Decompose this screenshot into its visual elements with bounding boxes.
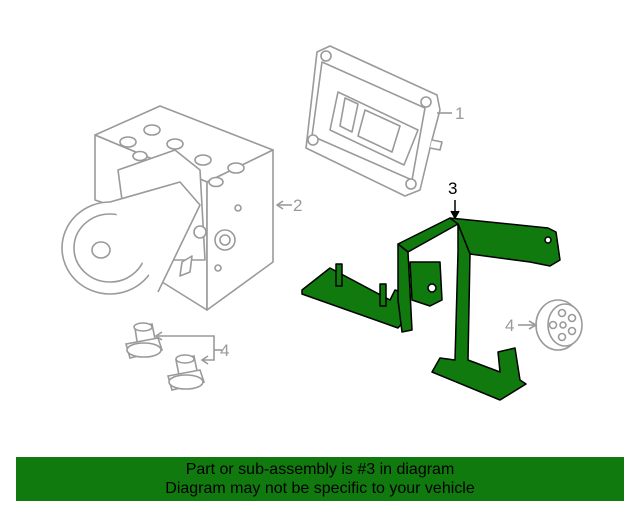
info-banner: Part or sub-assembly is #3 in diagram Di… [16, 457, 624, 501]
part-1-control-module[interactable] [305, 45, 452, 197]
callout-1: 1 [455, 104, 465, 123]
callout-4-bolts: 4 [220, 341, 230, 360]
part-4-bolts[interactable] [124, 322, 222, 391]
part-4-grommet[interactable] [518, 299, 583, 351]
callout-4-grommet: 4 [505, 316, 515, 335]
banner-line-2: Diagram may not be specific to your vehi… [165, 480, 475, 497]
callout-3: 3 [448, 179, 458, 198]
part-3-bracket[interactable] [301, 200, 561, 401]
callout-2: 2 [293, 196, 303, 215]
part-2-abs-modulator[interactable] [61, 105, 292, 311]
parts-diagram [61, 45, 583, 401]
banner-line-1: Part or sub-assembly is #3 in diagram [185, 461, 455, 478]
